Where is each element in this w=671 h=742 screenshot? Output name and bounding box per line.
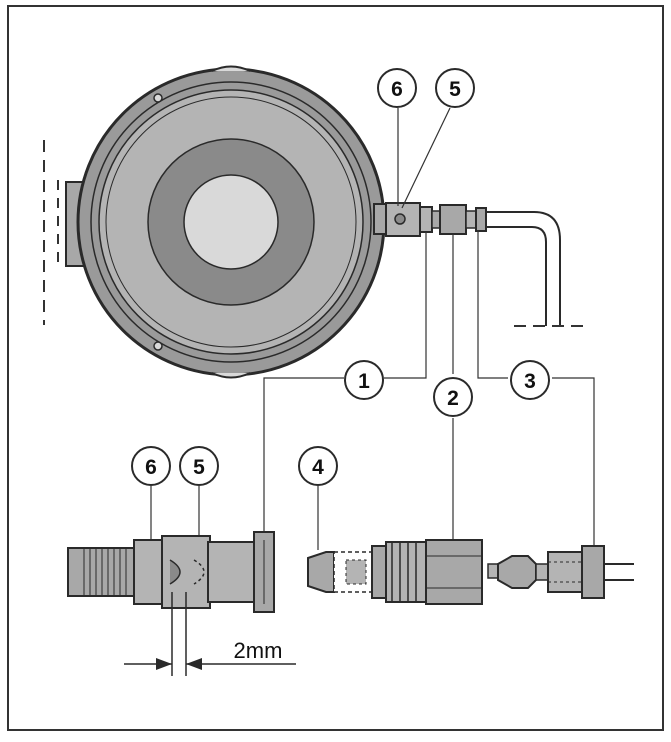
dimension-2mm: 2mm — [124, 592, 296, 676]
callout-3: 3 — [510, 360, 550, 400]
callout-4: 4 — [298, 446, 338, 486]
svg-text:5: 5 — [193, 456, 205, 479]
detail-screw-part — [67, 531, 275, 613]
callout-1: 1 — [344, 360, 384, 400]
detail-cable-part — [487, 545, 634, 599]
callout-2: 2 — [433, 377, 473, 417]
detail-fitting-part — [307, 539, 483, 605]
leader-5-top — [401, 107, 451, 209]
callout-6-top: 6 — [377, 68, 417, 108]
dimension-label: 2mm — [234, 638, 283, 663]
svg-text:4: 4 — [312, 456, 324, 479]
svg-text:1: 1 — [358, 370, 370, 393]
leader-3 — [477, 230, 508, 379]
svg-text:2: 2 — [447, 387, 459, 410]
svg-text:6: 6 — [391, 78, 403, 101]
callout-6-detail: 6 — [131, 446, 171, 486]
leader-1 — [384, 232, 427, 379]
fitting-assembly-top — [373, 202, 487, 237]
svg-text:5: 5 — [449, 78, 461, 101]
pipe — [486, 226, 547, 326]
svg-text:6: 6 — [145, 456, 157, 479]
callout-5-top: 5 — [435, 68, 475, 108]
callout-5-detail: 5 — [179, 446, 219, 486]
sensor-body — [76, 65, 386, 379]
svg-text:3: 3 — [524, 370, 536, 393]
